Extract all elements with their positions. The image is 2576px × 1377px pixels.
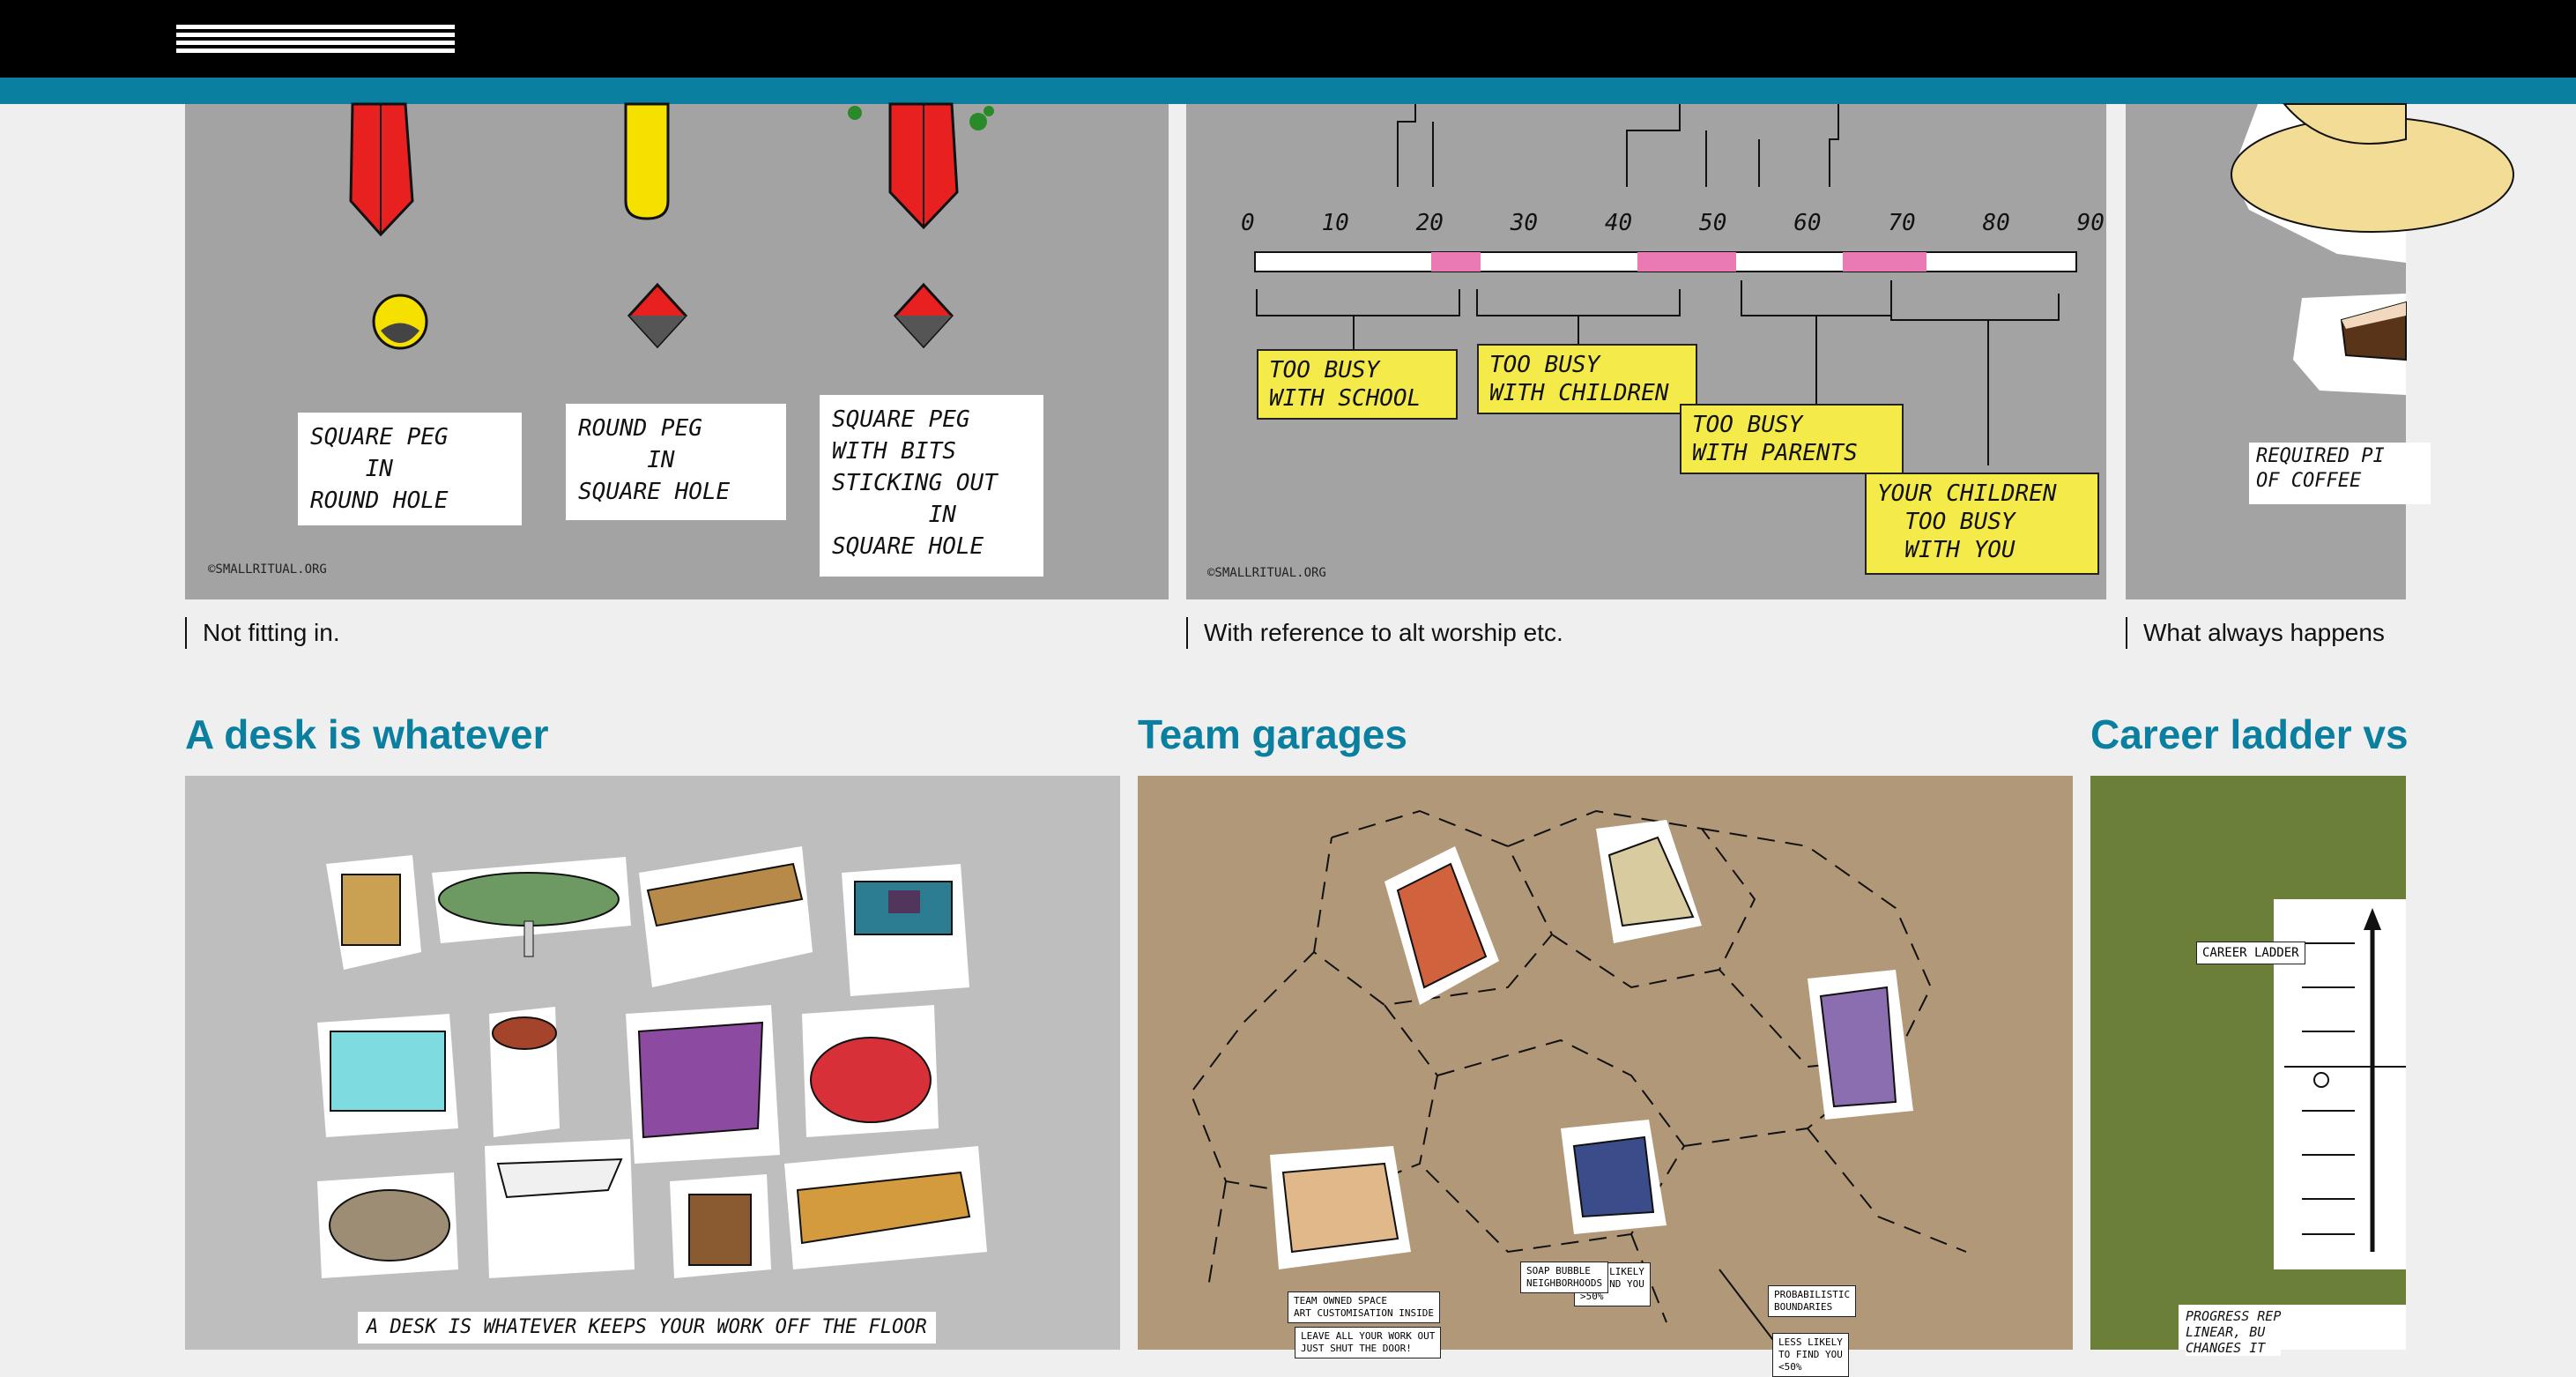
card-image-team-garages[interactable]: TEAM OWNED SPACE ART CUSTOMISATION INSID… [1138, 776, 2073, 1377]
note-progress: PROGRESS REP LINEAR, BU CHANGES IT [2186, 1308, 2282, 1356]
note-busy-children: TOO BUSY WITH CHILDREN [1477, 344, 1697, 414]
note-children-busy: YOUR CHILDREN TOO BUSY WITH YOU [1865, 473, 2099, 575]
tick-10: 10 [1321, 210, 1349, 236]
tick-40: 40 [1604, 210, 1633, 236]
card-image-career-ladder[interactable]: CAREER LADDER PROGRESS REP LINEAR, BU CH… [2090, 776, 2406, 1356]
title-team-garages[interactable]: Team garages [1138, 711, 1407, 757]
note-round-peg-square-hole: ROUND PEG IN SQUARE HOLE [566, 404, 786, 520]
ladder-drawing [2179, 899, 2406, 1350]
note-less-likely: LESS LIKELY TO FIND YOU <50% [1772, 1333, 1849, 1377]
furniture-drawing [317, 846, 987, 1278]
title-desk-is-whatever[interactable]: A desk is whatever [185, 711, 549, 757]
copyright-label: ©SMALLRITUAL.ORG [208, 562, 327, 577]
note-team-owned-space: TEAM OWNED SPACE ART CUSTOMISATION INSID… [1288, 1291, 1440, 1323]
card-image-alt-worship[interactable]: 0 10 20 30 40 50 60 70 80 90 TOO BUSY WI… [1186, 104, 2106, 599]
coffee-cake-drawing [2231, 103, 2514, 395]
note-required-coffee: REQUIRED PI OF COFFEE [2249, 443, 2431, 504]
gallery-viewport: SQUARE PEG IN ROUND HOLE ROUND PEG IN SQ… [0, 102, 2514, 1377]
note-probabilistic-boundaries: PROBABILISTIC BOUNDARIES [1768, 1285, 1857, 1317]
title-career-ladder[interactable]: Career ladder vs [2090, 711, 2409, 757]
card-image-what-always-happens[interactable]: REQUIRED PI OF COFFEE [2126, 103, 2514, 599]
note-desk-is-whatever: A DESK IS WHATEVER KEEPS YOUR WORK OFF T… [358, 1312, 936, 1344]
timeline-drawing [1254, 104, 2077, 465]
header-accent-bar [0, 78, 2576, 104]
site-header [0, 0, 2576, 78]
tick-30: 30 [1510, 210, 1539, 236]
tick-50: 50 [1699, 210, 1727, 236]
tick-60: 60 [1793, 210, 1822, 236]
note-square-peg-bits: SQUARE PEG WITH BITS STICKING OUT IN SQU… [820, 395, 1043, 577]
hamburger-menu-icon[interactable] [176, 25, 455, 53]
caption-alt-worship: With reference to alt worship etc. [1186, 617, 1563, 649]
note-square-peg-round-hole: SQUARE PEG IN ROUND HOLE [298, 413, 522, 525]
copyright-label: ©SMALLRITUAL.ORG [1207, 566, 1326, 580]
note-soap-bubble: SOAP BUBBLE NEIGHBORHOODS [1520, 1262, 1609, 1293]
caption-what-always-happens: What always happens [2126, 617, 2385, 649]
timeline-tick-labels: 0 10 20 30 40 50 60 70 80 90 [1241, 210, 2105, 236]
note-busy-parents: TOO BUSY WITH PARENTS [1680, 404, 1904, 474]
garages-drawing [1189, 809, 1967, 1363]
note-leave-work-out: LEAVE ALL YOUR WORK OUT JUST SHUT THE DO… [1295, 1327, 1442, 1358]
tick-70: 70 [1888, 210, 1916, 236]
tick-0: 0 [1241, 210, 1255, 236]
card-image-not-fitting-in[interactable]: SQUARE PEG IN ROUND HOLE ROUND PEG IN SQ… [185, 102, 1169, 599]
note-career-ladder: CAREER LADDER [2196, 942, 2305, 964]
tick-80: 80 [1982, 210, 2010, 236]
note-busy-school: TOO BUSY WITH SCHOOL [1257, 349, 1458, 420]
tick-20: 20 [1415, 210, 1444, 236]
caption-not-fitting-in: Not fitting in. [185, 617, 340, 649]
tick-90: 90 [2076, 210, 2105, 236]
card-image-desk-is-whatever[interactable]: A DESK IS WHATEVER KEEPS YOUR WORK OFF T… [185, 776, 1120, 1350]
pegs-drawing [349, 102, 994, 350]
